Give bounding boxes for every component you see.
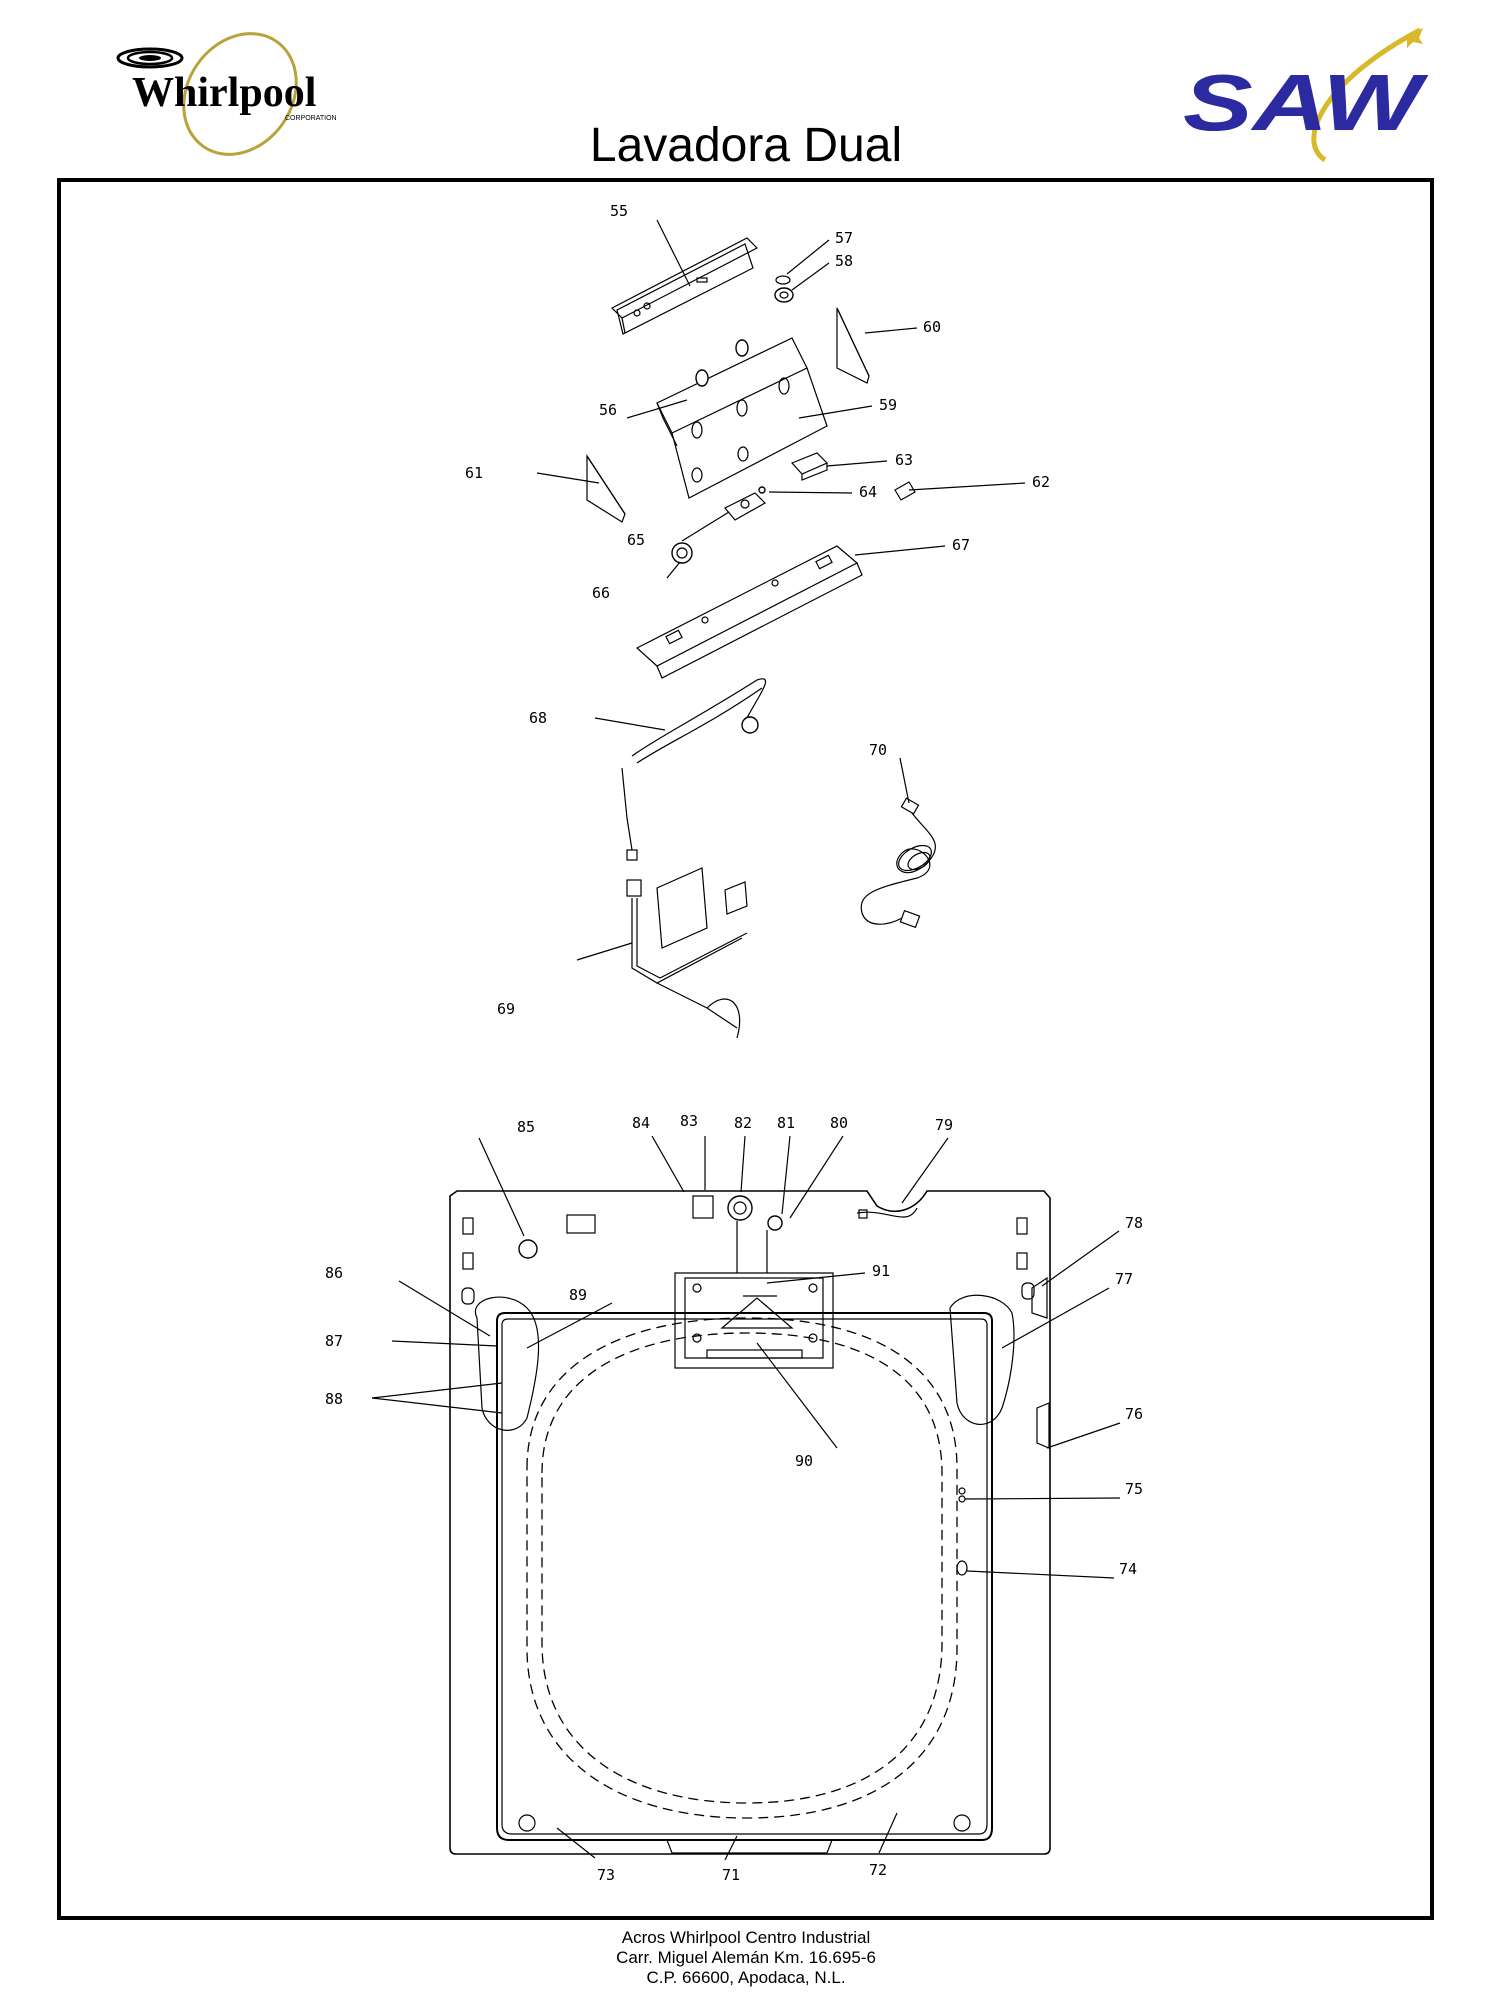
callout-56: 56 xyxy=(599,401,617,419)
callout-80: 80 xyxy=(830,1114,848,1132)
callout-86: 86 xyxy=(325,1264,343,1282)
callout-58: 58 xyxy=(835,252,853,270)
callout-78: 78 xyxy=(1125,1214,1143,1232)
callout-63: 63 xyxy=(895,451,913,469)
whirlpool-logo-text: Whirlpool xyxy=(132,70,316,116)
page-title: Lavadora Dual xyxy=(589,119,903,172)
panel-leader-lines xyxy=(371,1135,1121,1861)
callout-66: 66 xyxy=(592,584,610,602)
callout-70: 70 xyxy=(869,741,887,759)
callout-57: 57 xyxy=(835,229,853,247)
footer-address: Acros Whirlpool Centro Industrial Carr. … xyxy=(0,1928,1492,1988)
callout-55: 55 xyxy=(610,202,628,220)
exploded-parts-diagram: 55 56 57 58 59 60 61 62 63 64 65 66 67 6… xyxy=(325,202,1143,1884)
callout-79: 79 xyxy=(935,1116,953,1134)
callout-71: 71 xyxy=(722,1866,740,1884)
callout-77: 77 xyxy=(1115,1270,1133,1288)
callout-72: 72 xyxy=(869,1861,887,1879)
callout-73: 73 xyxy=(597,1866,615,1884)
callout-59: 59 xyxy=(879,396,897,414)
console-assembly xyxy=(586,237,936,1039)
callout-83: 83 xyxy=(680,1112,698,1130)
callout-90: 90 xyxy=(795,1452,813,1470)
callout-67: 67 xyxy=(952,536,970,554)
footer-line-2: Carr. Miguel Alemán Km. 16.695-6 xyxy=(616,1948,876,1967)
callout-76: 76 xyxy=(1125,1405,1143,1423)
callout-85: 85 xyxy=(517,1118,535,1136)
callout-68: 68 xyxy=(529,709,547,727)
panel-callout-labels: 85 84 83 82 81 80 79 78 77 76 75 74 86 8… xyxy=(325,1112,1143,1884)
diagram-frame xyxy=(57,178,1434,1920)
footer-line-3: C.P. 66600, Apodaca, N.L. xyxy=(646,1968,846,1987)
top-panel-assembly xyxy=(449,1190,1051,1855)
callout-84: 84 xyxy=(632,1114,650,1132)
callout-74: 74 xyxy=(1119,1560,1137,1578)
callout-62: 62 xyxy=(1032,473,1050,491)
callout-65: 65 xyxy=(627,531,645,549)
callout-64: 64 xyxy=(859,483,877,501)
callout-69: 69 xyxy=(497,1000,515,1018)
footer-line-1: Acros Whirlpool Centro Industrial xyxy=(621,1928,871,1947)
callout-81: 81 xyxy=(777,1114,795,1132)
callout-60: 60 xyxy=(923,318,941,336)
saw-logo-text: SAW xyxy=(1183,58,1429,147)
callout-75: 75 xyxy=(1125,1480,1143,1498)
callout-61: 61 xyxy=(465,464,483,482)
upper-leader-lines xyxy=(536,219,1026,961)
saw-logo: SAW xyxy=(1183,27,1429,163)
callout-91: 91 xyxy=(872,1262,890,1280)
callout-89: 89 xyxy=(569,1286,587,1304)
svg-text:CORPORATION: CORPORATION xyxy=(285,115,337,122)
callout-87: 87 xyxy=(325,1332,343,1350)
upper-callout-labels: 55 56 57 58 59 60 61 62 63 64 65 66 67 6… xyxy=(465,202,1050,1018)
whirlpool-logo: Whirlpool CORPORATION xyxy=(116,32,337,156)
callout-88: 88 xyxy=(325,1390,343,1408)
callout-82: 82 xyxy=(734,1114,752,1132)
